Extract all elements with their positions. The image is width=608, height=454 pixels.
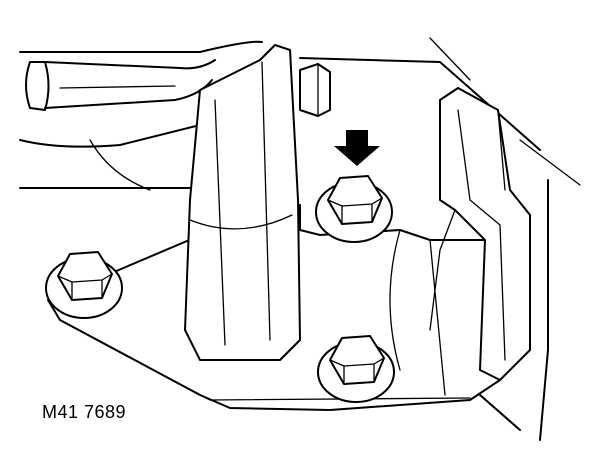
hex-bolt-icon <box>299 63 331 117</box>
engine-casting <box>19 37 581 441</box>
hex-bolt-icon <box>317 335 395 403</box>
hex-bolt-icon <box>315 175 393 243</box>
shaft <box>25 59 216 111</box>
figure-reference-code: M41 7689 <box>42 402 127 422</box>
arrow-down-icon <box>334 130 380 166</box>
bracket-stem <box>184 44 301 361</box>
retaining-clip <box>429 87 531 381</box>
hex-bolt-icon <box>45 251 123 319</box>
